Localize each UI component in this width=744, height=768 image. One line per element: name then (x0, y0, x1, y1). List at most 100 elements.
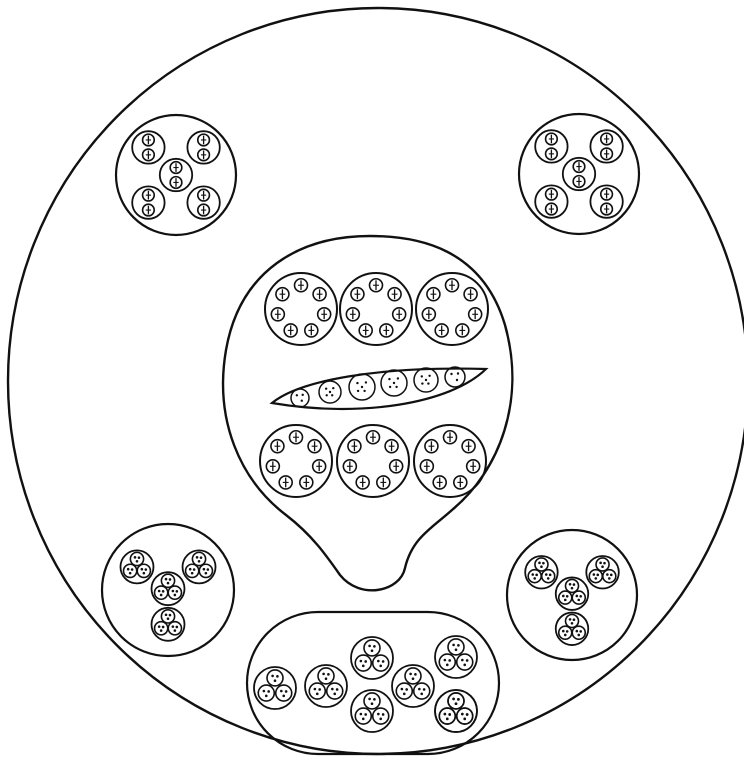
cell-dot (466, 659, 469, 662)
cell-dot (599, 562, 602, 565)
cell-dot (423, 688, 426, 691)
cell-dot (377, 713, 380, 716)
cell-dot (189, 568, 192, 571)
cell-dot (198, 560, 201, 563)
cell-dot (172, 590, 175, 593)
spindle-dot (363, 390, 365, 392)
cell-dot (571, 622, 574, 625)
cell-dot (205, 572, 208, 575)
cell-dot (448, 659, 451, 662)
cell-dot (285, 690, 288, 693)
spindle-dot (425, 379, 427, 381)
cell-dot (414, 673, 417, 676)
spindle-dot (329, 391, 331, 393)
spindle-dot (326, 394, 328, 396)
cell-dot (172, 625, 175, 628)
cell-dot (200, 556, 203, 559)
cell-dot (136, 560, 139, 563)
cell-dot (608, 577, 611, 580)
cell-dot (362, 718, 365, 721)
cell-dot (322, 673, 325, 676)
spindle-dot (325, 388, 327, 390)
cell-dot (176, 626, 179, 629)
cell-dot (169, 614, 172, 617)
cell-dot (566, 595, 569, 598)
spindle-dot (388, 378, 390, 380)
cell-dot (446, 664, 449, 667)
cell-dot (455, 702, 458, 705)
spindle-dot (421, 375, 423, 377)
cell-dot (371, 702, 374, 705)
cell-dot (127, 568, 130, 571)
spindle-dot (331, 394, 333, 396)
cell-dot (263, 690, 266, 693)
cell-dot (138, 556, 141, 559)
cell-dot (603, 562, 606, 565)
cell-dot (457, 698, 460, 701)
cell-dot (316, 693, 319, 696)
cell-dot (276, 675, 279, 678)
cell-dot (314, 688, 317, 691)
cell-dot (145, 568, 148, 571)
cell-dot (362, 665, 365, 668)
cell-dot (162, 590, 165, 593)
spindle-dot (457, 372, 459, 374)
outer-region (8, 8, 744, 754)
cell-dot (193, 568, 196, 571)
cell-dot (280, 690, 283, 693)
cell-dot (129, 572, 132, 575)
cell-dot (382, 713, 385, 716)
cell-dot (165, 578, 168, 581)
cell-dot (576, 595, 579, 598)
cell-dot (549, 574, 552, 577)
cell-dot (368, 698, 371, 701)
spindle-dot (450, 373, 452, 375)
cell-dot (576, 630, 579, 633)
spindle-dot (361, 386, 363, 388)
cell-dot (606, 573, 609, 576)
cell-dot (331, 688, 334, 691)
cell-dot (160, 594, 163, 597)
cell-dot (271, 675, 274, 678)
cell-dot (409, 673, 412, 676)
cell-dot (379, 718, 382, 721)
cell-dot (448, 713, 451, 716)
cell-dot (566, 630, 569, 633)
cell-dot (176, 590, 179, 593)
cell-dot (444, 713, 447, 716)
cell-dot (174, 594, 177, 597)
cell-dot (569, 583, 572, 586)
cell-dot (131, 568, 134, 571)
cell-dot (452, 644, 455, 647)
spindle-dot (456, 379, 458, 381)
spindle-dot (395, 386, 397, 388)
cell-dot (569, 618, 572, 621)
cell-dot (364, 713, 367, 716)
spindle-dot (302, 394, 304, 396)
spindle-dot (356, 382, 358, 384)
cell-dot (540, 565, 543, 568)
cell-dot (267, 690, 270, 693)
cell-dot (360, 713, 363, 716)
spindle-dot (427, 382, 429, 384)
cell-dot (274, 679, 277, 682)
outer-circle (8, 8, 744, 754)
cell-dot (446, 718, 449, 721)
cell-dot (577, 599, 580, 602)
cell-dot (420, 693, 423, 696)
cell-dot (191, 572, 194, 575)
cell-dot (461, 659, 464, 662)
cell-dot (593, 573, 596, 576)
cell-dot (207, 568, 210, 571)
spindle-dot (357, 390, 359, 392)
cell-dot (360, 660, 363, 663)
spindle-dot (428, 375, 430, 377)
cell-dot (134, 556, 137, 559)
spindle-dot (332, 387, 334, 389)
cell-dot (203, 568, 206, 571)
cell-dot (174, 629, 177, 632)
cell-dot (401, 688, 404, 691)
cell-dot (158, 590, 161, 593)
cell-dot (169, 578, 172, 581)
